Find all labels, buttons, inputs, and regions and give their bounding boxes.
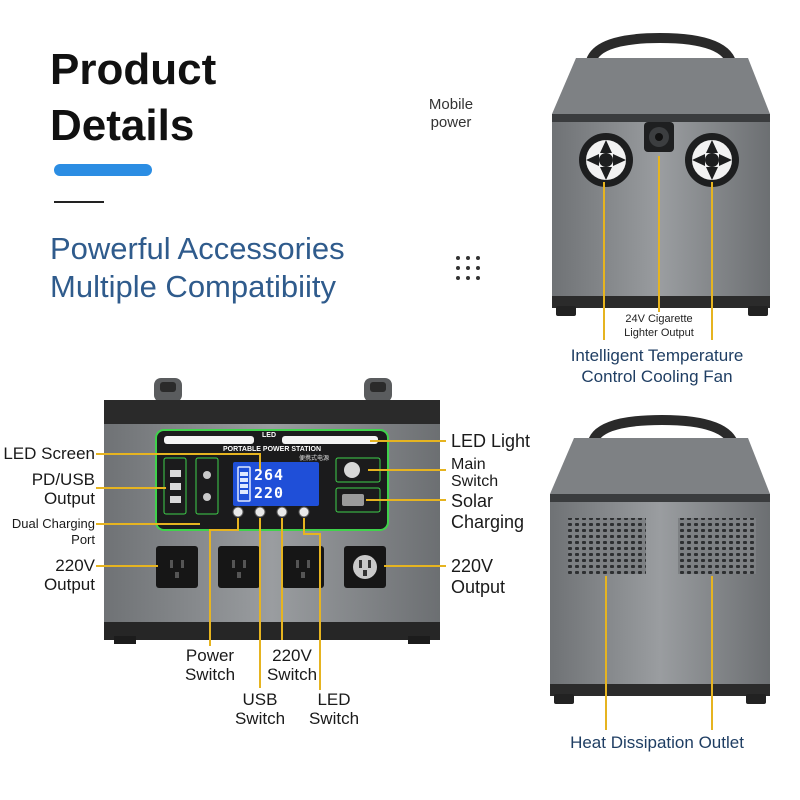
panel-title: PORTABLE POWER STATION [223,446,321,453]
lcd-line-2: 220 [254,484,285,502]
led-strip [282,436,378,444]
dc-port-icon [203,471,211,479]
led-strip-label: LED [262,432,276,439]
handle-icon [587,414,739,451]
vent-grille [568,518,646,574]
usb-switch-button [254,506,266,518]
usb-port-icon [170,483,181,490]
mobile-power-tag: Mobile power [428,96,474,131]
label-led-screen: LED Screen [3,444,95,463]
page-subtitle: Powerful Accessories Multiple Compatibii… [50,231,345,304]
label-heat-dissipation: Heat Dissipation Outlet [570,733,744,752]
fan-icon [579,133,633,187]
label-cigarette-output: 24V Cigarette Lighter Output [624,313,694,339]
led-strip [164,436,254,444]
ac-outlet-icon [282,546,324,588]
solar-port-icon [342,494,364,506]
fan-icon [685,133,739,187]
usb-port-icon [170,470,181,477]
lcd-screen [233,462,319,506]
accent-bar [54,164,152,176]
dc-port-icon [203,493,211,501]
lcd-line-1: 264 [254,466,285,484]
usb-port-icon [170,496,181,503]
vent-grille [678,518,756,574]
label-usb-switch: USB Switch [234,690,286,728]
label-pd-usb: PD/USB Output [31,470,95,508]
label-dual-charging: Dual Charging Port [11,516,95,547]
ac-outlet-icon [218,546,260,588]
label-power-switch: Power Switch [184,646,236,684]
universal-outlet-icon [344,546,386,588]
label-solar-charging: Solar Charging [451,491,525,532]
rear-unit-top [552,32,770,340]
handle-icon [585,32,737,71]
callout-lines [96,440,446,690]
rear-unit-bottom [550,414,770,730]
label-ac-output-left: 220V Output [43,556,95,594]
divider [54,201,104,203]
led-switch-button [298,506,310,518]
label-ac-switch: 220V Switch [266,646,318,684]
front-unit [104,378,440,644]
power-switch-button [232,506,244,518]
label-led-light: LED Light [451,431,531,451]
dots-decoration [456,256,482,282]
main-switch-knob [344,462,360,478]
label-cooling-fan: Intelligent Temperature Control Cooling … [570,346,744,386]
label-main-switch: Main Switch [451,456,499,490]
ac-outlet-icon [156,546,198,588]
page-title: Product Details [50,45,217,150]
label-led-switch: LED Switch [308,690,360,728]
socket-icon [644,122,674,152]
label-ac-output-right: 220V Output [451,556,506,597]
ac-switch-button [276,506,288,518]
panel-subtitle: 便携式电源 [298,456,329,462]
